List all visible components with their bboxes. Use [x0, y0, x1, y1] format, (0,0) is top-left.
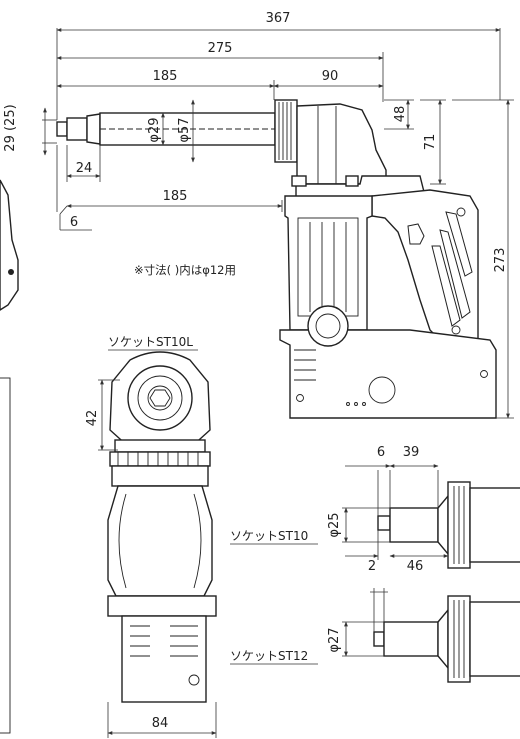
dim-90-text: 90 [322, 69, 339, 84]
dim-71-text: 71 [423, 134, 438, 151]
dim-71: 71 [420, 99, 446, 185]
front-knurl [117, 452, 199, 466]
label-socket-st10l: ソケットST10L [108, 335, 193, 349]
dim-24-text: 24 [76, 161, 93, 176]
dim-367-text: 367 [266, 11, 291, 26]
dim-275: 275 [56, 41, 384, 102]
dim-phi57-text: φ57 [177, 117, 192, 142]
side-view-tool [56, 99, 497, 419]
dim-42-text: 42 [85, 410, 100, 427]
socket-st12-detail [373, 595, 520, 683]
dim-185-top-text: 185 [153, 69, 178, 84]
left-partial-frame [0, 377, 11, 734]
dim-6-tip-text: 6 [70, 215, 78, 230]
label-socket-st12: ソケットST12 [230, 649, 308, 663]
socket-st10-detail [377, 481, 520, 569]
flange-knurl [278, 102, 292, 160]
dim-6-tip: 6 [59, 205, 92, 231]
base-side-slots [294, 349, 316, 381]
dim-24: 24 [66, 145, 101, 182]
dim-185-top: 185 [56, 69, 275, 100]
dim-275-text: 275 [208, 41, 233, 56]
dim-48: 48 [384, 99, 414, 130]
dim-185-lower: 185 [56, 145, 283, 212]
dim-185-lower-text: 185 [163, 189, 188, 204]
motor-vents [309, 222, 347, 312]
st10-dims: 6 39 φ25 2 46 [327, 445, 449, 574]
st10-knurl [453, 486, 465, 564]
dim-273-text: 273 [493, 248, 508, 273]
dim-84: 84 [107, 702, 217, 738]
st12-knurl [453, 600, 465, 678]
st10-46-text: 46 [407, 559, 424, 574]
base-front-slots [130, 625, 198, 657]
st10-6-text: 6 [377, 445, 385, 460]
st12-dia-text: φ27 [327, 627, 342, 652]
dim-273: 273 [452, 99, 514, 419]
left-partial-tool [0, 179, 19, 311]
dimension-note: ※寸法( )内はφ12用 [134, 263, 236, 277]
dim-phi29-text: φ29 [147, 117, 162, 142]
dim-phi29: φ29 [147, 112, 165, 146]
dim-phi57: φ57 [177, 99, 195, 163]
dim-42: 42 [85, 379, 120, 451]
dim-48-text: 48 [393, 106, 408, 123]
st10-dia-text: φ25 [327, 512, 342, 537]
dim-overall-367: 367 [56, 11, 501, 120]
label-socket-st10: ソケットST10 [230, 529, 308, 543]
st10-2-text: 2 [368, 559, 376, 574]
dim-90: 90 [273, 69, 384, 88]
dim-84-text: 84 [152, 716, 169, 731]
dim-29-25: 29 (25) [3, 104, 57, 156]
handle-grip-ribs [431, 211, 473, 327]
st10-39-text: 39 [403, 445, 420, 460]
st12-dims: φ27 [327, 588, 388, 657]
front-view-tool [107, 351, 217, 703]
dim-29-25-text: 29 (25) [3, 104, 18, 151]
